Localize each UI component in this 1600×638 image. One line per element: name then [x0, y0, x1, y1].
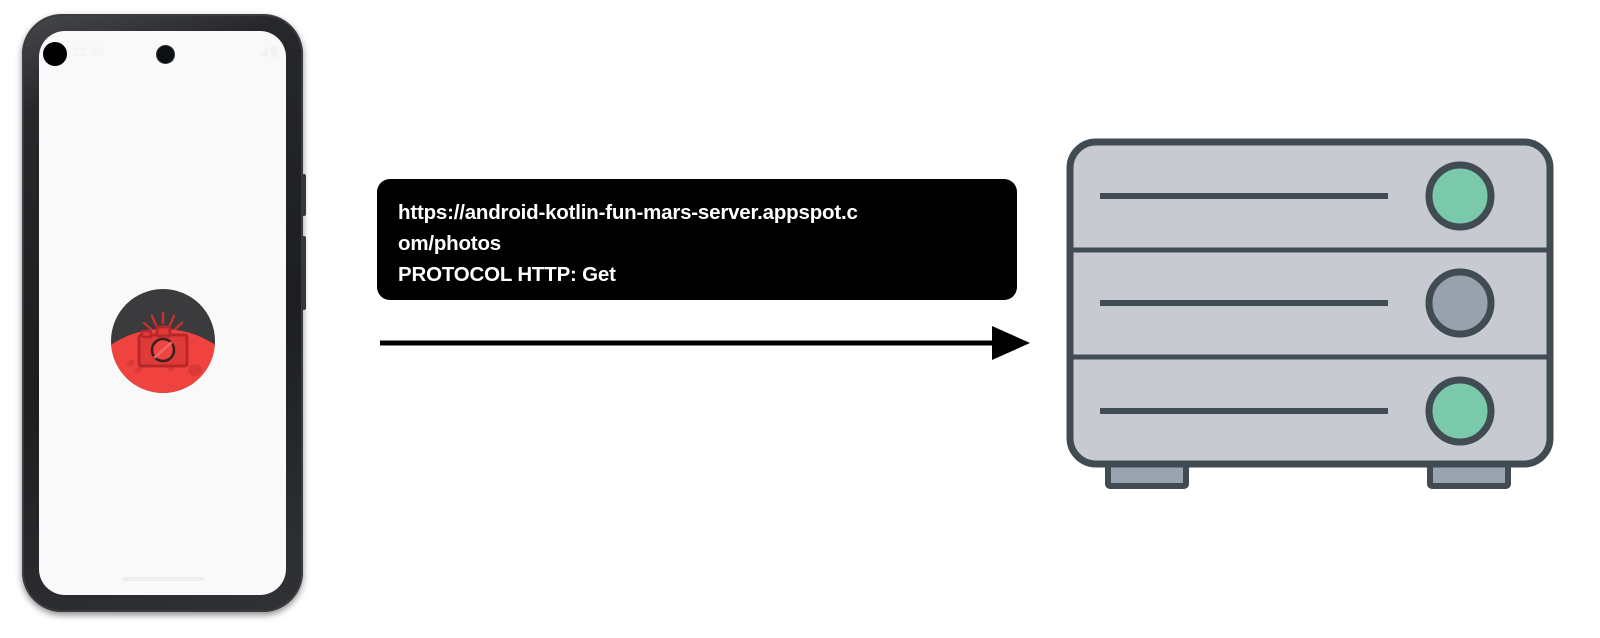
web-server-illustration	[1066, 138, 1554, 489]
mars-photos-app-icon[interactable]	[110, 289, 215, 393]
android-phone-mockup: 12:00	[22, 14, 306, 612]
battery-icon	[271, 46, 277, 57]
status-dot-icon	[43, 42, 67, 66]
rack-unit-1-led	[1425, 161, 1495, 231]
rack-unit-3	[1100, 376, 1495, 446]
rack-unit-2-led	[1425, 268, 1495, 338]
request-url-tooltip: https://android-kotlin-fun-mars-server.a…	[377, 179, 1017, 300]
volume-button[interactable]	[302, 236, 306, 310]
front-camera-punch-hole-icon	[157, 46, 174, 63]
power-button[interactable]	[302, 174, 306, 216]
signal-bars-icon	[259, 47, 268, 56]
status-bar: 12:00	[39, 31, 286, 75]
phone-screen: 12:00	[39, 31, 286, 595]
rack-unit-2	[1100, 268, 1495, 338]
rack-unit-1	[1100, 161, 1495, 231]
request-arrow	[380, 326, 1030, 360]
status-bar-time: 12:00	[73, 45, 105, 59]
tooltip-line-3: PROTOCOL HTTP: Get	[398, 263, 616, 286]
status-bar-indicators	[259, 46, 277, 57]
home-indicator	[121, 577, 204, 581]
tooltip-line-2: om/photos	[398, 232, 501, 255]
tooltip-line-1: https://android-kotlin-fun-mars-server.a…	[398, 201, 858, 224]
rack-unit-3-led	[1425, 376, 1495, 446]
